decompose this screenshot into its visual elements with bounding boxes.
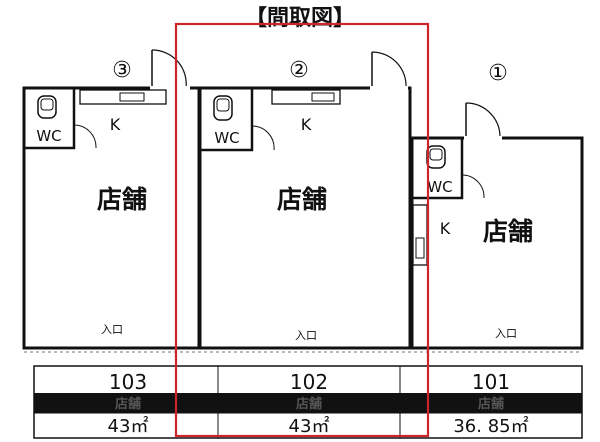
wc-label: WC <box>214 129 239 147</box>
unit-marker: ② <box>289 58 309 83</box>
unit-number: 101 <box>472 370 510 394</box>
unit-use: 店舗 <box>478 396 504 412</box>
room-label: 店舗 <box>483 217 533 246</box>
room-label: 店舗 <box>277 185 327 214</box>
unit-marker: ③ <box>112 58 132 83</box>
kitchen-label: K <box>301 115 312 134</box>
plan-title: 【間取図】 <box>245 6 355 31</box>
wc-label: WC <box>427 178 452 196</box>
entrance-label: 入口 <box>101 323 123 336</box>
unit-102-plan: ② WC K 店舗 入口 <box>198 51 412 350</box>
unit-area: 43㎡ <box>108 415 149 437</box>
kitchen-label: K <box>440 219 451 238</box>
highlight-frame <box>174 22 430 438</box>
unit-table: 103 102 101 店舗 店舗 店舗 43㎡ 43㎡ 36. 85㎡ <box>33 365 583 439</box>
unit-number: 103 <box>109 370 147 394</box>
entrance-label: 入口 <box>295 329 317 342</box>
room-label: 店舗 <box>97 185 147 214</box>
unit-number: 102 <box>290 370 328 394</box>
unit-area: 43㎡ <box>289 415 330 437</box>
unit-use: 店舗 <box>115 396 141 412</box>
kitchen-label: K <box>110 115 121 134</box>
unit-103-plan: ③ WC K 店舗 入口 <box>22 49 201 350</box>
unit-area: 36. 85㎡ <box>453 415 528 437</box>
unit-101-plan: ① WC K 店舗 入口 <box>410 61 584 350</box>
unit-marker: ① <box>488 61 508 86</box>
entrance-label: 入口 <box>495 327 517 340</box>
unit-use: 店舗 <box>296 396 322 412</box>
wc-label: WC <box>36 127 61 145</box>
